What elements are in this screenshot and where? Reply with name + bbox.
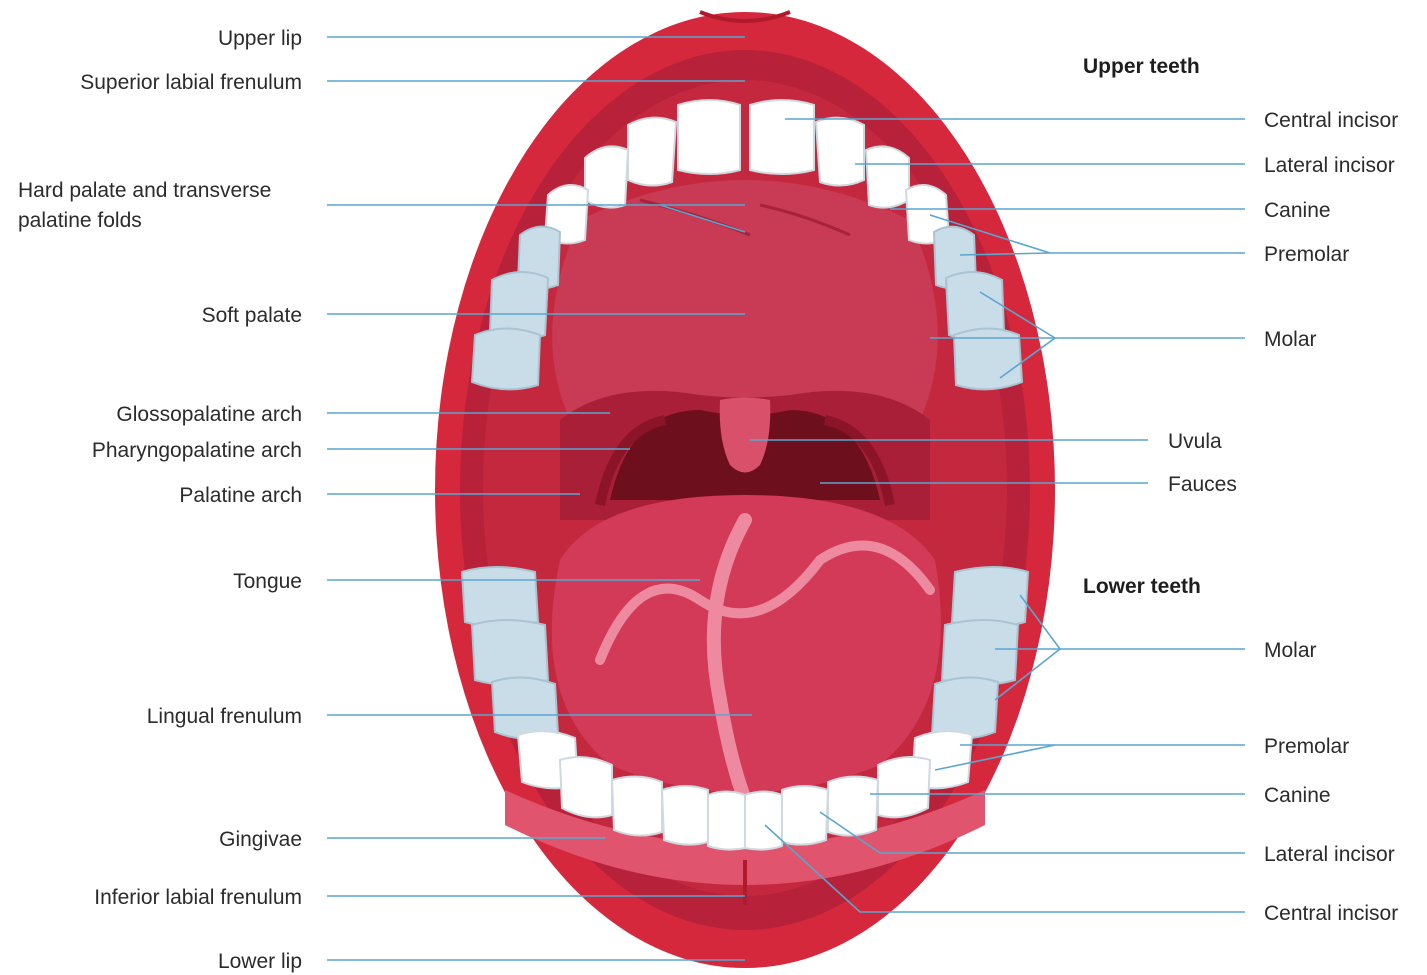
label-upper-central-incisor: Central incisor [1264,109,1398,132]
label-hard-palate-line1: Hard palate and transverse [18,179,271,202]
heading-upper-teeth: Upper teeth [1083,55,1200,78]
upper-lateral-incisor-left [628,118,676,186]
label-superior-labial-frenulum: Superior labial frenulum [80,71,302,94]
label-upper-premolar: Premolar [1264,243,1349,266]
label-tongue: Tongue [233,570,302,593]
lower-premolar-right-1 [932,677,998,738]
label-lower-central-incisor: Central incisor [1264,902,1398,925]
heading-lower-teeth: Lower teeth [1083,575,1201,598]
label-lower-lip: Lower lip [218,950,302,973]
label-upper-lip: Upper lip [218,27,302,50]
label-gingivae: Gingivae [219,828,302,851]
label-uvula: Uvula [1168,430,1222,453]
upper-canine-left [585,146,628,207]
lower-central-incisor-right [745,792,782,850]
upper-molar-left-2 [472,329,540,390]
label-lower-molar: Molar [1264,639,1317,662]
lower-canine-right [878,757,930,817]
upper-central-incisor-right [750,100,814,174]
label-lower-premolar: Premolar [1264,735,1349,758]
lower-molar-left-2 [472,620,548,685]
upper-central-incisor-left [678,100,740,174]
lower-central-incisor-left [708,792,745,850]
label-soft-palate: Soft palate [202,304,302,327]
label-pharyngopalatine-arch: Pharyngopalatine arch [92,439,302,462]
palate-dome [552,180,938,420]
upper-canine-right [866,146,909,207]
lower-canine-left [560,757,612,817]
lower-molar-left-1 [462,567,538,627]
label-inferior-labial-frenulum: Inferior labial frenulum [94,886,302,909]
lower-central-incisor-right-2 [782,786,828,845]
open-mouth-illustration [435,12,1055,968]
lower-molar-right-2 [942,620,1018,685]
labels-left: Upper lip Superior labial frenulum Hard … [18,27,302,973]
label-lower-lateral-incisor: Lateral incisor [1264,843,1395,866]
label-upper-lateral-incisor: Lateral incisor [1264,154,1395,177]
label-upper-molar: Molar [1264,328,1317,351]
lower-lateral-incisor-right [828,776,878,835]
label-lingual-frenulum: Lingual frenulum [147,705,302,728]
label-palatine-arch: Palatine arch [179,484,302,507]
label-hard-palate-line2: palatine folds [18,209,142,232]
label-glossopalatine-arch: Glossopalatine arch [116,403,302,426]
label-upper-canine: Canine [1264,199,1331,222]
label-lower-canine: Canine [1264,784,1331,807]
lower-molar-right-1 [952,567,1028,627]
lower-lateral-incisor-left [612,776,662,835]
lower-premolar-left-1 [492,677,558,738]
upper-lateral-incisor-right [816,118,864,186]
lower-central-incisor-left-2 [662,786,708,845]
label-fauces: Fauces [1168,473,1237,496]
